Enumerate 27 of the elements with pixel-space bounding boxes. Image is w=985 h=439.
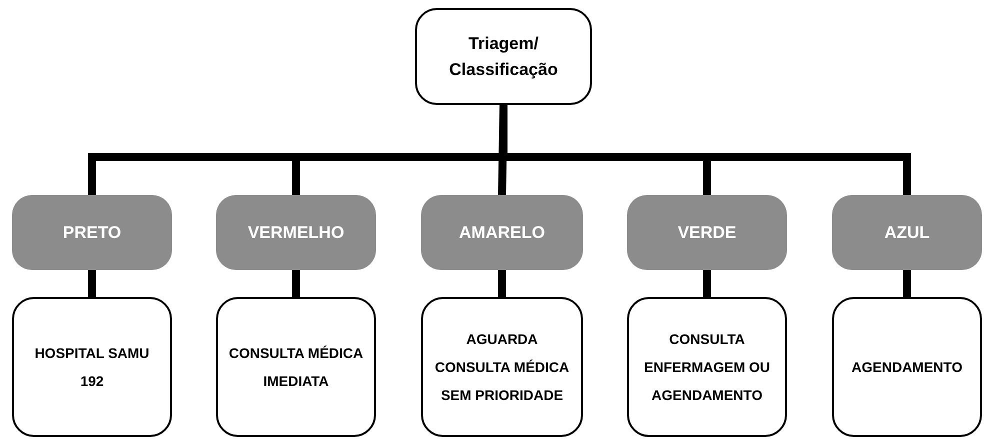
node-label: HOSPITAL SAMU 192 [34, 344, 150, 391]
outcome-box [421, 297, 583, 437]
process-box [415, 8, 592, 105]
node-label: AGENDAMENTO [852, 358, 962, 377]
connector-line [903, 270, 911, 297]
outcome-box [12, 297, 172, 437]
node-label: Triagem/ Classificação [448, 33, 559, 80]
node-label: AZUL [884, 222, 930, 244]
connector-line [88, 270, 96, 297]
category-box [627, 195, 787, 270]
category-box [421, 195, 583, 270]
node-label: CONSULTA MÉDICA IMEDIATA [228, 344, 364, 391]
node-label: CONSULTA ENFERMAGEM OU AGENDAMENTO [643, 330, 771, 405]
outcome-box [216, 297, 376, 437]
connector-line [498, 270, 506, 297]
connector-line [292, 270, 300, 297]
category-box [832, 195, 982, 270]
node-label: AGUARDA CONSULTA MÉDICA SEM PRIORIDADE [434, 330, 570, 405]
outcome-box [627, 297, 787, 437]
category-box [12, 195, 172, 270]
node-label: VERMELHO [248, 222, 344, 244]
outcome-box [832, 297, 982, 437]
node-label: AMARELO [459, 222, 545, 244]
category-box [216, 195, 376, 270]
node-label: PRETO [62, 222, 122, 244]
connector-line [703, 270, 711, 297]
node-label: VERDE [678, 222, 736, 244]
